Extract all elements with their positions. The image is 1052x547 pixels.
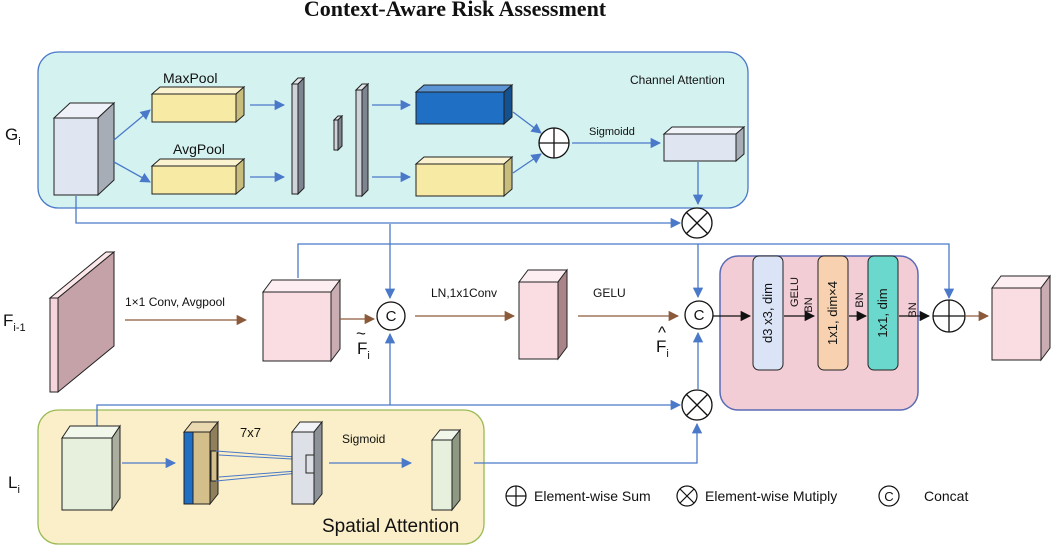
maxpool-block [150, 85, 246, 124]
gelu-label: GELU [593, 286, 626, 300]
avgpool-label: AvgPool [173, 141, 225, 157]
avgpool-block [150, 157, 246, 196]
svg-text:C: C [386, 308, 397, 325]
maxpool-label: MaxPool [163, 70, 217, 86]
spatial-pooled-block [182, 420, 220, 506]
legend-concat-label: Concat [924, 488, 968, 504]
concat-2-icon: C [684, 300, 714, 330]
maxpool-feature-block [414, 83, 514, 126]
row-label-g: Gi [5, 125, 21, 148]
mlp-box-d3x3-label: d3 x3, dim [760, 283, 775, 343]
ln-conv-label: LN,1x1Conv [431, 286, 497, 300]
mlp-box-project-label: 1x1, dim [875, 288, 890, 337]
spatial-weight-block [430, 428, 462, 512]
output-sum-icon [932, 299, 966, 333]
output-block [991, 274, 1051, 362]
legend-sum-label: Element-wise Sum [534, 488, 651, 504]
g-input-block [52, 101, 116, 197]
flatten-plane-2 [354, 82, 370, 198]
spatial-multiply-icon [681, 389, 713, 421]
mlp-box-expand [817, 255, 849, 371]
spatial-attention-title: Spatial Attention [322, 516, 459, 537]
channel-sum-icon [538, 127, 570, 159]
mlp-gelu-label: GELU [789, 277, 801, 307]
legend-concat-icon: C [878, 485, 900, 507]
avgpool-feature-block [414, 155, 514, 198]
l-input-block [61, 424, 121, 512]
svg-text:C: C [694, 307, 705, 324]
f-input-block [48, 250, 116, 394]
diagram-title: Context-Aware Risk Assessment [304, 0, 607, 21]
channel-attention-title: Channel Attention [630, 73, 725, 87]
mlp-box-d3x3 [752, 255, 784, 371]
spatial-sigmoid-label: Sigmoid [342, 432, 385, 446]
ln-conv-block [518, 268, 568, 361]
spatial-map-block [290, 420, 324, 506]
kernel-label: 7x7 [240, 425, 261, 440]
f-tilde-accent: ~ [356, 324, 366, 343]
bottleneck-bar [332, 114, 344, 152]
mlp-box-expand-label: 1x1, dim×4 [825, 281, 840, 345]
conv1-label: 1×1 Conv, Avgpool [125, 295, 225, 309]
mlp-bn1-label: BN [803, 297, 815, 312]
legend-sum-icon [505, 485, 527, 507]
mlp-box-project [867, 255, 899, 371]
mlp-bn3-label: BN [907, 302, 919, 317]
f-hat-accent: ^ [658, 323, 666, 342]
f-tilde-label: Fi [357, 339, 370, 362]
svg-text:C: C [884, 489, 893, 504]
row-label-f: Fi-1 [3, 311, 26, 334]
f-conv-block [262, 278, 341, 363]
row-label-l: Li [8, 473, 20, 496]
mlp-bn2-label: BN [854, 292, 866, 307]
flatten-plane-1 [290, 76, 306, 196]
channel-weight-block [662, 125, 746, 163]
legend-multiply-icon [676, 485, 698, 507]
legend-multiply-label: Element-wise Mutiply [705, 488, 837, 504]
f-hat-label: Fi [656, 337, 669, 360]
channel-sigmoid-label: Sigmoidd [589, 126, 635, 138]
concat-1-icon: C [376, 301, 406, 331]
channel-multiply-icon [681, 207, 713, 239]
